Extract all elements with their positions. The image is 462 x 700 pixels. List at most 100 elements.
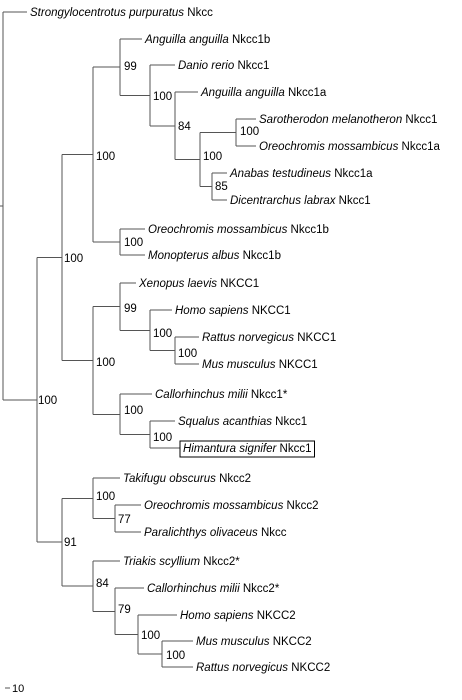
taxon-label: Paralichthys olivaceus Nkcc	[144, 527, 287, 539]
taxon-species: Triakis scyllium	[123, 556, 201, 568]
support-value: 85	[215, 181, 228, 193]
taxon-species: Oreochromis mossambicus	[148, 224, 288, 236]
taxon-gene: Nkcc2*	[200, 556, 240, 568]
support-value: 100	[240, 126, 259, 138]
support-value: 100	[96, 357, 115, 369]
taxon-species: Homo sapiens	[175, 305, 249, 317]
support-value: 100	[38, 395, 57, 407]
taxon-gene: Nkcc1a	[285, 87, 327, 99]
taxon-species: Homo sapiens	[180, 610, 254, 622]
taxon-gene: NKCC2	[254, 610, 296, 622]
taxon-species: Xenopus laevis	[138, 278, 217, 290]
taxon-species: Rattus norvegicus	[196, 662, 288, 674]
taxon-label: Callorhinchus milii Nkcc2*	[147, 583, 280, 595]
support-value: 84	[96, 578, 109, 590]
support-value: 100	[153, 328, 172, 340]
scale-bar-label: 10	[12, 683, 24, 695]
support-value: 100	[141, 630, 160, 642]
scale-bar: 10	[5, 683, 24, 695]
taxon-label: Oreochromis mossambicus Nkcc2	[144, 500, 318, 512]
taxon-species: Mus musculus	[202, 359, 276, 371]
taxon-species: Paralichthys olivaceus	[144, 527, 258, 539]
support-value: 100	[64, 253, 83, 265]
taxon-label: Xenopus laevis NKCC1	[138, 278, 259, 290]
support-value: 100	[124, 405, 143, 417]
support-value: 100	[153, 91, 172, 103]
taxon-gene: Nkcc1b	[287, 224, 329, 236]
support-value: 91	[64, 537, 77, 549]
support-value: 100	[96, 491, 115, 503]
taxon-label: Anguilla anguilla Nkcc1b	[144, 34, 270, 46]
support-value: 100	[124, 237, 143, 249]
taxon-label: Squalus acanthias Nkcc1	[178, 416, 307, 428]
taxon-labels: Strongylocentrotus purpuratus NkccAnguil…	[30, 7, 440, 674]
taxon-gene: Nkcc1	[335, 195, 370, 207]
support-value: 100	[96, 151, 115, 163]
taxon-gene: Nkcc2	[216, 473, 251, 485]
taxon-gene: NKCC2	[270, 636, 312, 648]
taxon-label: Rattus norvegicus NKCC1	[202, 332, 336, 344]
taxon-label: Monopterus albus Nkcc1b	[148, 250, 281, 262]
taxon-gene: Nkcc	[184, 7, 213, 19]
taxon-label: Homo sapiens NKCC2	[180, 610, 296, 622]
support-value: 99	[124, 303, 137, 315]
support-value: 79	[118, 604, 131, 616]
taxon-gene: Nkcc1	[402, 114, 437, 126]
taxon-species: Rattus norvegicus	[202, 332, 294, 344]
taxon-gene: Nkcc1	[234, 60, 269, 72]
taxon-species: Callorhinchus milii	[147, 583, 240, 595]
support-values: 99 100 84 100 100 85 100 100 100 99 100 100 100 100 10…	[38, 61, 259, 662]
taxon-label: Mus musculus NKCC2	[196, 636, 312, 648]
tree-branches	[0, 11, 256, 668]
taxon-species: Sarotherodon melanotheron	[259, 114, 402, 126]
taxon-species: Himantura signifer	[183, 443, 277, 455]
taxon-label: Triakis scyllium Nkcc2*	[123, 556, 240, 568]
taxon-label: Strongylocentrotus purpuratus Nkcc	[30, 7, 213, 19]
taxon-species: Takifugu obscurus	[123, 473, 216, 485]
taxon-species: Strongylocentrotus purpuratus	[30, 7, 184, 19]
support-value: 100	[153, 432, 172, 444]
taxon-gene: Nkcc1	[272, 416, 307, 428]
taxon-gene: Nkcc1b	[229, 34, 271, 46]
taxon-gene: Nkcc1*	[248, 389, 288, 401]
taxon-label: Rattus norvegicus NKCC2	[196, 662, 330, 674]
taxon-label: Anguilla anguilla Nkcc1a	[200, 87, 327, 99]
taxon-label: Mus musculus NKCC1	[202, 359, 318, 371]
taxon-gene: NKCC1	[249, 305, 291, 317]
taxon-species: Anguilla anguilla	[144, 34, 229, 46]
taxon-label: Homo sapiens NKCC1	[175, 305, 291, 317]
taxon-species: Danio rerio	[178, 60, 235, 72]
support-value: 100	[166, 650, 185, 662]
taxon-label: Oreochromis mossambicus Nkcc1b	[148, 224, 329, 236]
highlight-box	[179, 440, 315, 458]
taxon-label: Sarotherodon melanotheron Nkcc1	[259, 114, 437, 126]
taxon-label: Callorhinchus milii Nkcc1*	[155, 389, 288, 401]
taxon-gene: Nkcc2	[283, 500, 318, 512]
taxon-label: Dicentrarchus labrax Nkcc1	[230, 195, 371, 207]
support-value: 100	[178, 348, 197, 360]
support-value: 84	[178, 121, 191, 133]
taxon-species: Dicentrarchus labrax	[230, 195, 337, 207]
taxon-species: Monopterus albus	[148, 250, 240, 262]
taxon-gene: NKCC1	[217, 278, 259, 290]
taxon-species: Oreochromis mossambicus	[259, 141, 399, 153]
taxon-species: Anguilla anguilla	[200, 87, 285, 99]
taxon-species: Mus musculus	[196, 636, 270, 648]
support-value: 99	[124, 61, 137, 73]
taxon-label: Takifugu obscurus Nkcc2	[123, 473, 251, 485]
taxon-label: Anabas testudineus Nkcc1a	[229, 168, 373, 180]
taxon-gene: Nkcc1a	[331, 168, 373, 180]
taxon-gene: NKCC1	[276, 359, 318, 371]
taxon-species: Anabas testudineus	[229, 168, 331, 180]
taxon-gene: NKCC2	[288, 662, 330, 674]
support-value: 100	[203, 151, 222, 163]
support-value: 77	[118, 514, 131, 526]
taxon-species: Oreochromis mossambicus	[144, 500, 284, 512]
taxon-label: Oreochromis mossambicus Nkcc1a	[259, 141, 440, 153]
taxon-gene: NKCC1	[294, 332, 336, 344]
taxon-gene: Nkcc	[258, 527, 287, 539]
taxon-species: Callorhinchus milii	[155, 389, 248, 401]
taxon-gene: Nkcc1	[276, 443, 311, 455]
taxon-label: Danio rerio Nkcc1	[178, 60, 269, 72]
